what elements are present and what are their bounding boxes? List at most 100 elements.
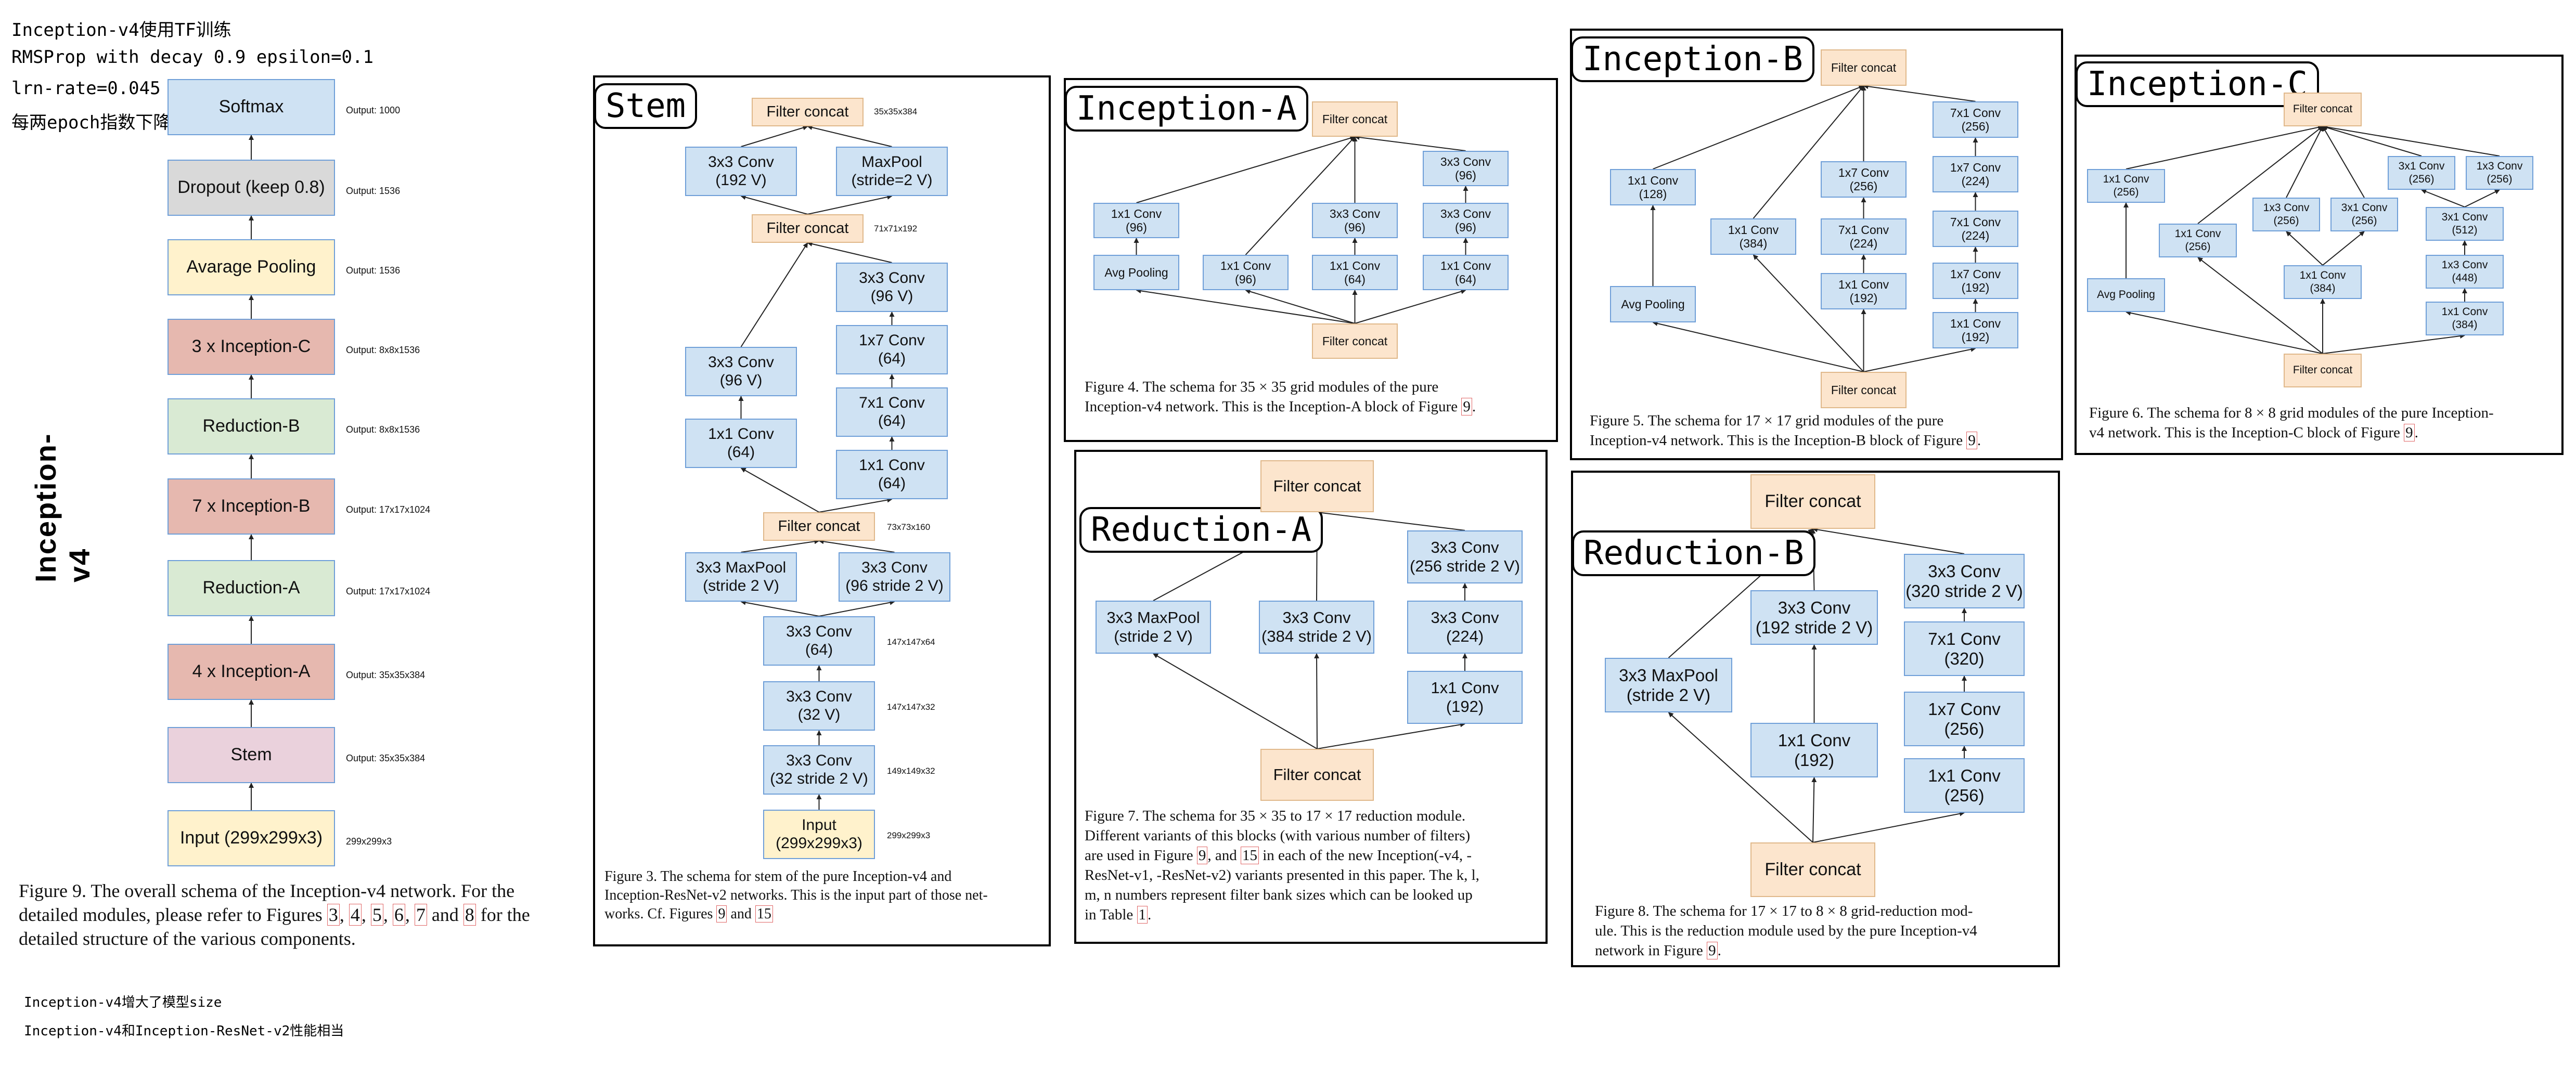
- edge-incc-b2-incc-top: [2197, 126, 2323, 224]
- edge-incc-b3b-incc-top: [2322, 126, 2365, 198]
- edge-stem-l-conv3x3-96-stem-concat-mid: [740, 242, 808, 347]
- redb-maxpool: 3x3 MaxPool (stride 2 V): [1605, 658, 1732, 712]
- redb-c2a: 3x3 Conv (192 stride 2 V): [1750, 590, 1878, 645]
- inception-c-title: Inception-C: [2076, 61, 2319, 107]
- figure-6-caption: Figure 6. The schema for 8 × 8 grid modu…: [2089, 405, 2494, 441]
- overall-output-9: 299x299x3: [346, 836, 392, 847]
- incb-b1b: Avg Pooling: [1610, 286, 1696, 322]
- incc-b4a: 3x1 Conv (256): [2388, 156, 2455, 190]
- reduction-a-panel: [1074, 450, 1548, 944]
- stem-l-conv1x1-64: 1x1 Conv (64): [685, 419, 797, 468]
- figure-7-caption: Figure 7. The schema for 35 × 35 to 17 ×…: [1085, 808, 1479, 924]
- overall-output-0: Output: 1000: [346, 105, 401, 115]
- stem-conv3x3-192: 3x3 Conv (192 V): [685, 147, 797, 196]
- stem-panel: [593, 75, 1051, 946]
- overall-block-1: Dropout (keep 0.8): [168, 160, 335, 216]
- incb-bottom: Filter concat: [1821, 372, 1907, 408]
- edge-stem-maxpool-top-stem-concat-top: [807, 125, 892, 147]
- edge-incb-bottom-incb-b2: [1753, 254, 1864, 372]
- figure-5-caption: Figure 5. The schema for 17 × 17 grid mo…: [1590, 412, 1981, 449]
- overall-block-9: Input (299x299x3): [168, 810, 335, 866]
- inception-a-panel: [1064, 78, 1558, 442]
- edge-stem-concat-low-stem-r-conv1x1-64: [819, 497, 893, 513]
- incc-top: Filter concat: [2284, 93, 2362, 126]
- stem-r-conv1x7-64: 1x7 Conv (64): [836, 325, 948, 374]
- overall-block-6: Reduction-A: [168, 560, 335, 616]
- stem-conv-32s2: 3x3 Conv (32 stride 2 V): [763, 745, 875, 795]
- overall-block-7: 4 x Inception-A: [168, 644, 335, 700]
- edge-incc-b4c-incc-b4b: [2464, 189, 2500, 207]
- edge-redb-c3a-redb-top: [1812, 527, 1965, 554]
- overall-block-4: Reduction-B: [168, 398, 335, 454]
- inca-top: Filter concat: [1312, 101, 1398, 137]
- figure-9-caption: Figure 9. The overall schema of the Ince…: [19, 880, 530, 949]
- edge-incb-bottom-incb-b4e: [1863, 346, 1976, 372]
- edge-stem-maxpool-low-stem-concat-low: [741, 539, 820, 553]
- redb-bottom: Filter concat: [1750, 842, 1875, 897]
- note-bottom-1: Inception-v4增大了模型size: [24, 995, 222, 1010]
- incb-b3b: 7x1 Conv (224): [1821, 218, 1907, 255]
- overall-block-8: Stem: [168, 727, 335, 783]
- edge-reda-bottom-reda-maxpool: [1153, 653, 1318, 749]
- inca-b2: 1x1 Conv (96): [1203, 255, 1289, 290]
- edge-redb-bottom-redb-maxpool: [1668, 712, 1813, 843]
- edge-incb-b4a-incb-top: [1863, 84, 1976, 102]
- stem-r-conv7x1-64: 7x1 Conv (64): [836, 387, 948, 437]
- reduction-b-panel: [1571, 471, 2060, 967]
- stem-maxpool-top: MaxPool (stride=2 V): [836, 147, 948, 196]
- edge-incc-b3c-incc-b3b: [2322, 231, 2365, 266]
- overall-block-5: 7 x Inception-B: [168, 478, 335, 535]
- edge-stem-conv-96s2-stem-concat-low: [818, 539, 895, 553]
- edge-incc-b4a-incc-top: [2322, 125, 2422, 157]
- edge-stem-concat-low-stem-l-conv1x1-64: [740, 467, 819, 513]
- overall-block-2: Avarage Pooling: [168, 239, 335, 295]
- inca-b4b: 3x3 Conv (96): [1423, 203, 1509, 238]
- stem-concat-mid: Filter concat: [752, 214, 864, 243]
- redb-c3b: 7x1 Conv (320): [1904, 621, 2025, 676]
- edge-incc-b4b-incc-top: [2322, 124, 2500, 157]
- edge-inca-bottom-inca-b4c: [1355, 289, 1466, 324]
- edge-redb-bottom-redb-c3d: [1812, 811, 1965, 843]
- inception-b-title: Inception-B: [1571, 36, 1814, 82]
- overall-output-8: Output: 35x35x384: [346, 753, 426, 763]
- overall-output-6: Output: 17x17x1024: [346, 586, 431, 596]
- reda-m: 3x3 Conv (256 stride 2 V): [1407, 530, 1523, 583]
- incc-b4d: 1x3 Conv (448): [2426, 255, 2504, 289]
- reda-maxpool: 3x3 MaxPool (stride 2 V): [1096, 601, 1211, 654]
- inception-a-title: Inception-A: [1065, 86, 1308, 132]
- edge-stem-r-conv3x3-96-stem-concat-mid: [807, 241, 892, 263]
- stem-size-7: 299x299x3: [887, 830, 931, 840]
- note-line-2: RMSProp with decay 0.9 epsilon=0.1: [11, 47, 373, 68]
- stem-size-5: 147x147x32: [887, 702, 935, 712]
- stem-maxpool-low: 3x3 MaxPool (stride 2 V): [685, 552, 797, 602]
- incc-b3b: 3x1 Conv (256): [2330, 198, 2398, 231]
- stem-conv-64: 3x3 Conv (64): [763, 616, 875, 666]
- edge-inca-b4a-inca-top: [1354, 135, 1466, 151]
- stem-size-4: 147x147x64: [887, 637, 935, 647]
- overall-output-4: Output: 8x8x1536: [346, 424, 420, 435]
- edge-stem-conv3x3-192-stem-concat-top: [741, 125, 808, 147]
- incc-b3c: 1x1 Conv (384): [2284, 265, 2362, 299]
- overall-output-5: Output: 17x17x1024: [346, 504, 431, 515]
- incc-b4e: 1x1 Conv (384): [2426, 302, 2504, 335]
- figure-8-caption: Figure 8. The schema for 17 × 17 to 8 × …: [1595, 903, 1977, 959]
- edge-stem-concat-mid-stem-maxpool-top: [807, 194, 893, 215]
- redb-c3a: 3x3 Conv (320 stride 2 V): [1904, 554, 2025, 608]
- inception-b-panel: [1570, 29, 2063, 460]
- note-line-1: Inception-v4使用TF训练: [11, 20, 231, 41]
- overall-output-1: Output: 1536: [346, 186, 401, 196]
- inca-b3a: 3x3 Conv (96): [1312, 203, 1398, 238]
- stem-r-conv1x1-64: 1x1 Conv (64): [836, 450, 948, 499]
- redb-top: Filter concat: [1750, 474, 1875, 529]
- edge-stem-concat-mid-stem-conv3x3-192: [740, 194, 808, 215]
- incc-b2: 1x1 Conv (256): [2159, 224, 2237, 257]
- inca-b1a: 1x1 Conv (96): [1093, 203, 1179, 238]
- reda-conv384: 3x3 Conv (384 stride 2 V): [1259, 601, 1374, 654]
- reda-bottom: Filter concat: [1260, 749, 1374, 801]
- incb-b4d: 1x7 Conv (192): [1933, 263, 2018, 299]
- stem-conv-32v: 3x3 Conv (32 V): [763, 681, 875, 731]
- incc-b4b: 1x3 Conv (256): [2466, 156, 2533, 190]
- inca-b4c: 1x1 Conv (64): [1423, 255, 1509, 290]
- note-line-3: lrn-rate=0.045: [11, 78, 161, 99]
